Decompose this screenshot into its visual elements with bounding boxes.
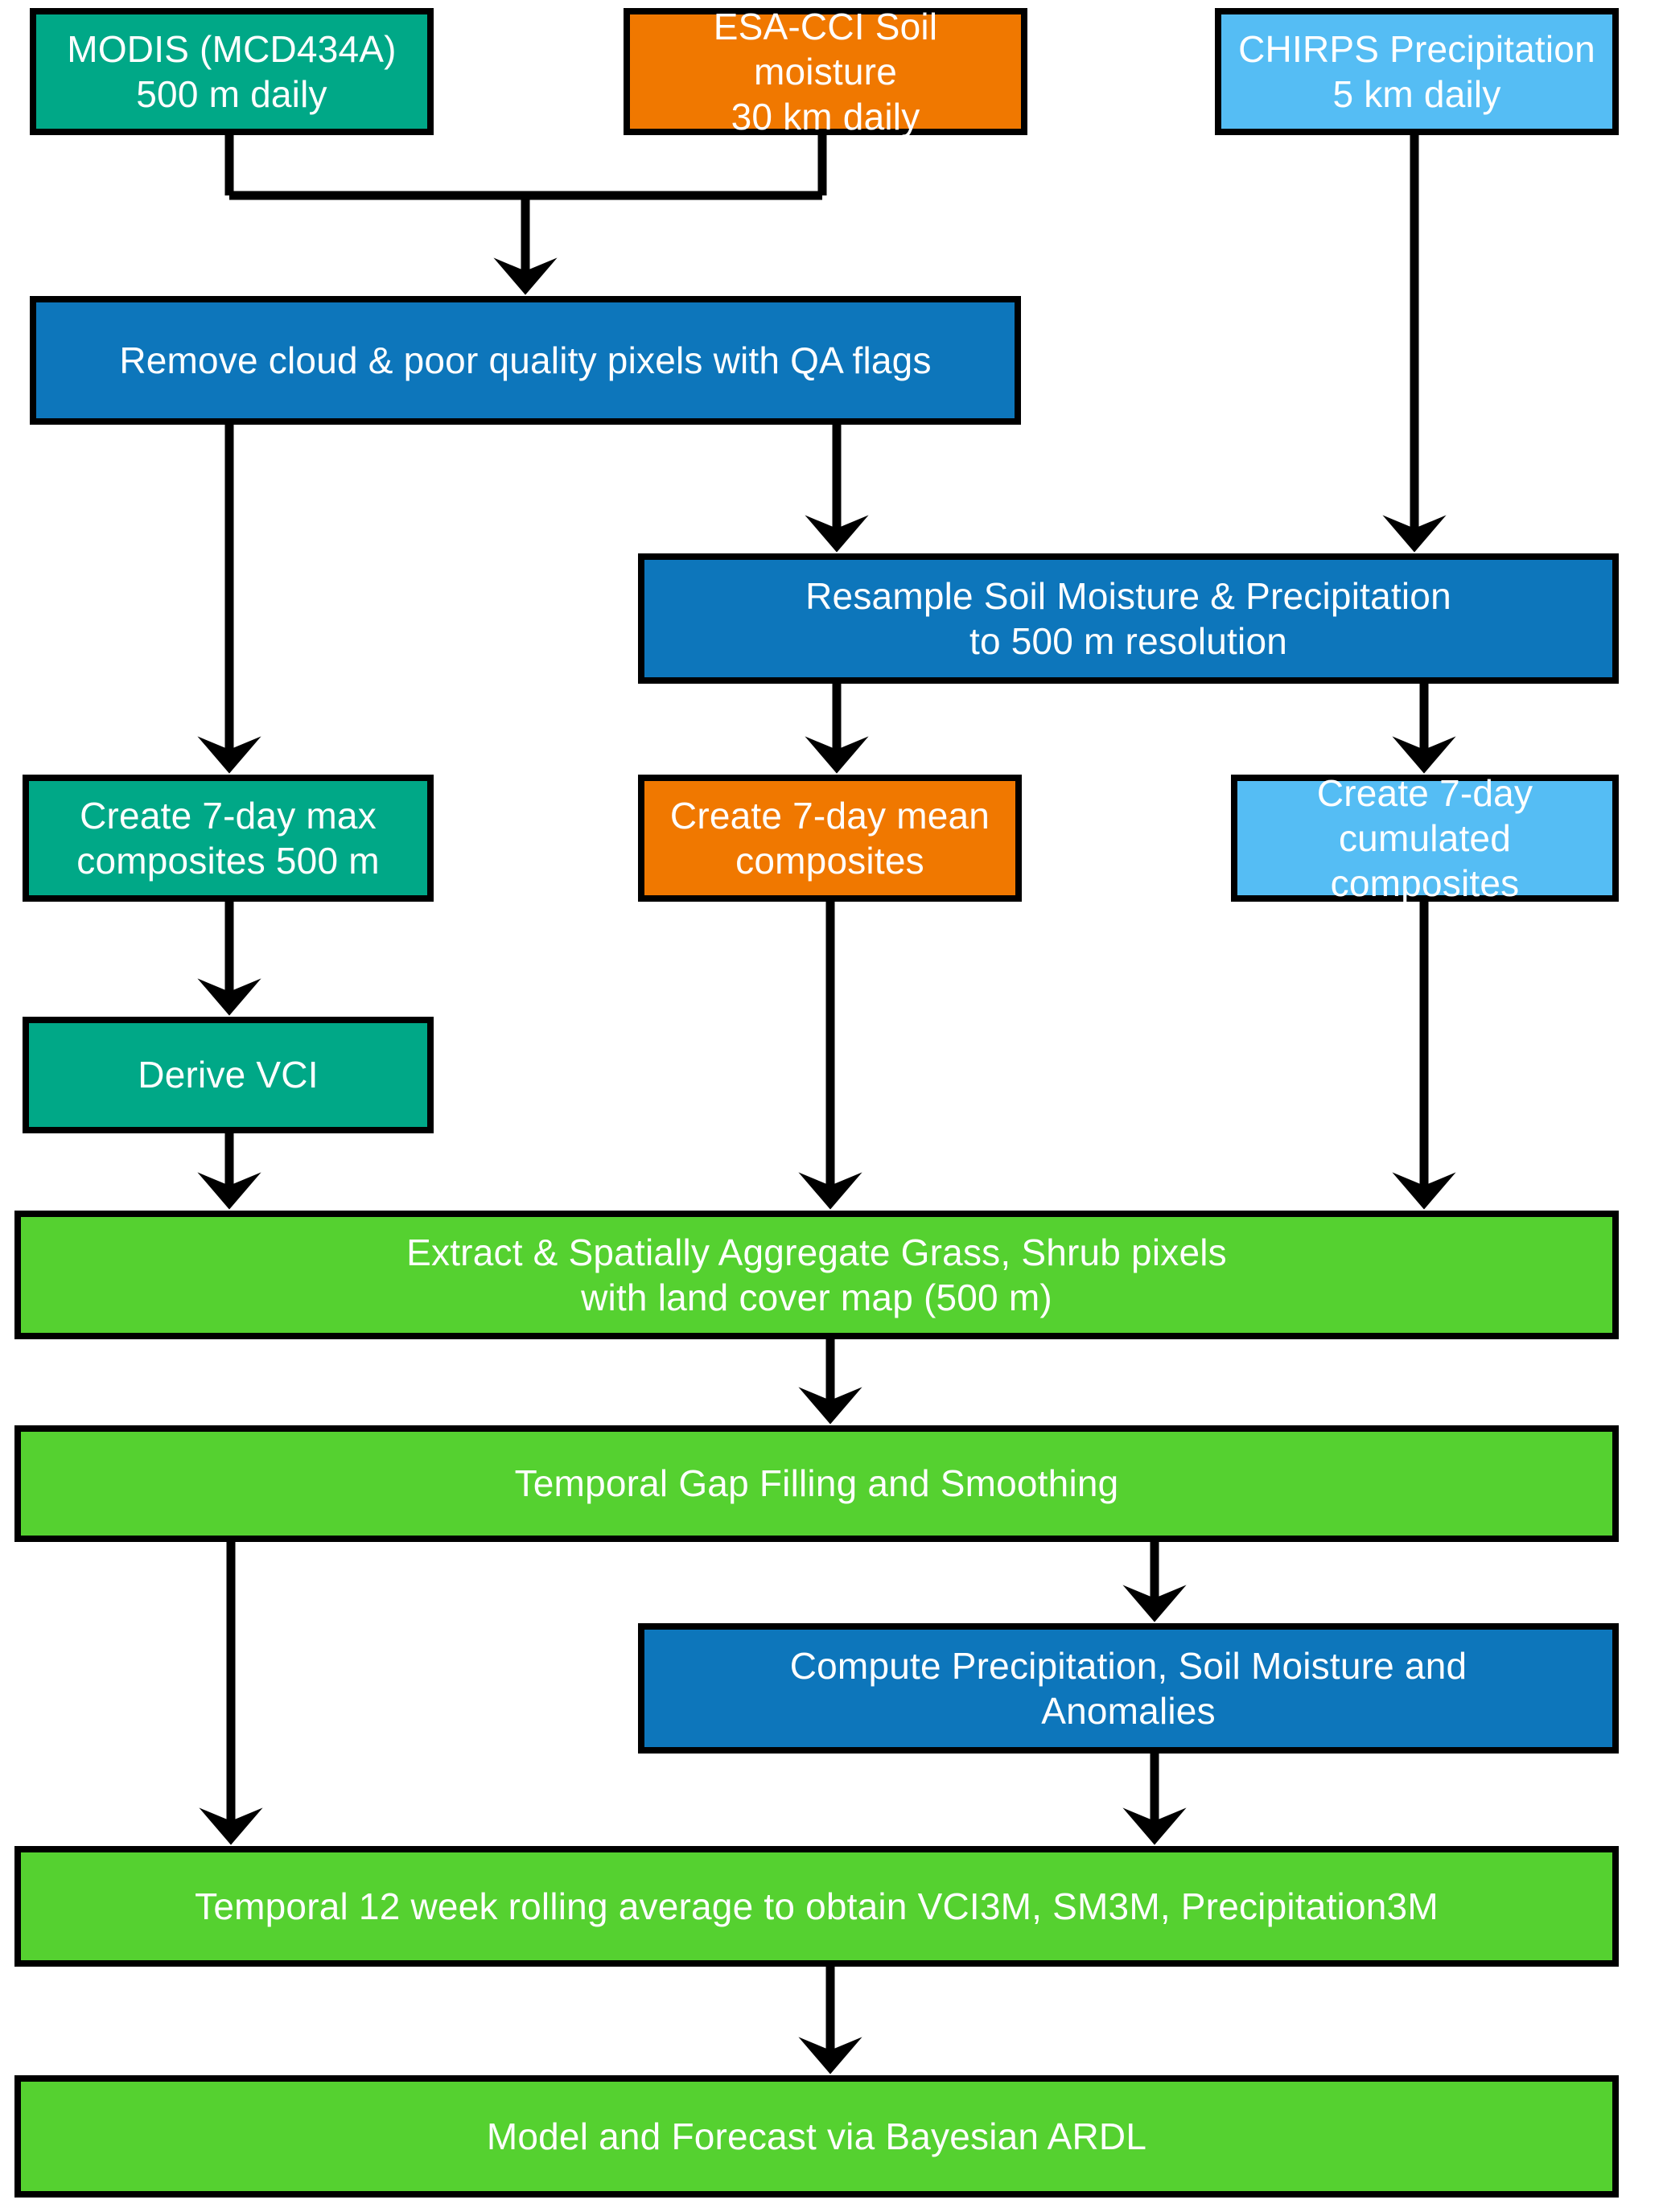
node-remove-cloud[interactable]: Remove cloud & poor quality pixels with … [30,296,1021,425]
node-compute-anomalies[interactable]: Compute Precipitation, Soil Moisture and… [638,1623,1619,1754]
node-model-forecast[interactable]: Model and Forecast via Bayesian ARDL [14,2075,1619,2198]
node-extract-aggregate[interactable]: Extract & Spatially Aggregate Grass, Shr… [14,1211,1619,1339]
node-resample[interactable]: Resample Soil Moisture & Precipitation t… [638,553,1619,684]
node-gap-filling[interactable]: Temporal Gap Filling and Smoothing [14,1425,1619,1542]
node-rolling-average[interactable]: Temporal 12 week rolling average to obta… [14,1846,1619,1967]
node-modis[interactable]: MODIS (MCD434A) 500 m daily [30,8,434,135]
node-cumulated-composites[interactable]: Create 7-day cumulated composites [1231,772,1619,904]
node-derive-vci[interactable]: Derive VCI [23,1017,434,1133]
node-chirps[interactable]: CHIRPS Precipitation 5 km daily [1215,8,1619,135]
node-esa-cci[interactable]: ESA-CCI Soil moisture 30 km daily [624,6,1027,138]
node-mean-composites[interactable]: Create 7-day mean composites [638,775,1022,902]
node-max-composites[interactable]: Create 7-day max composites 500 m [23,775,434,902]
